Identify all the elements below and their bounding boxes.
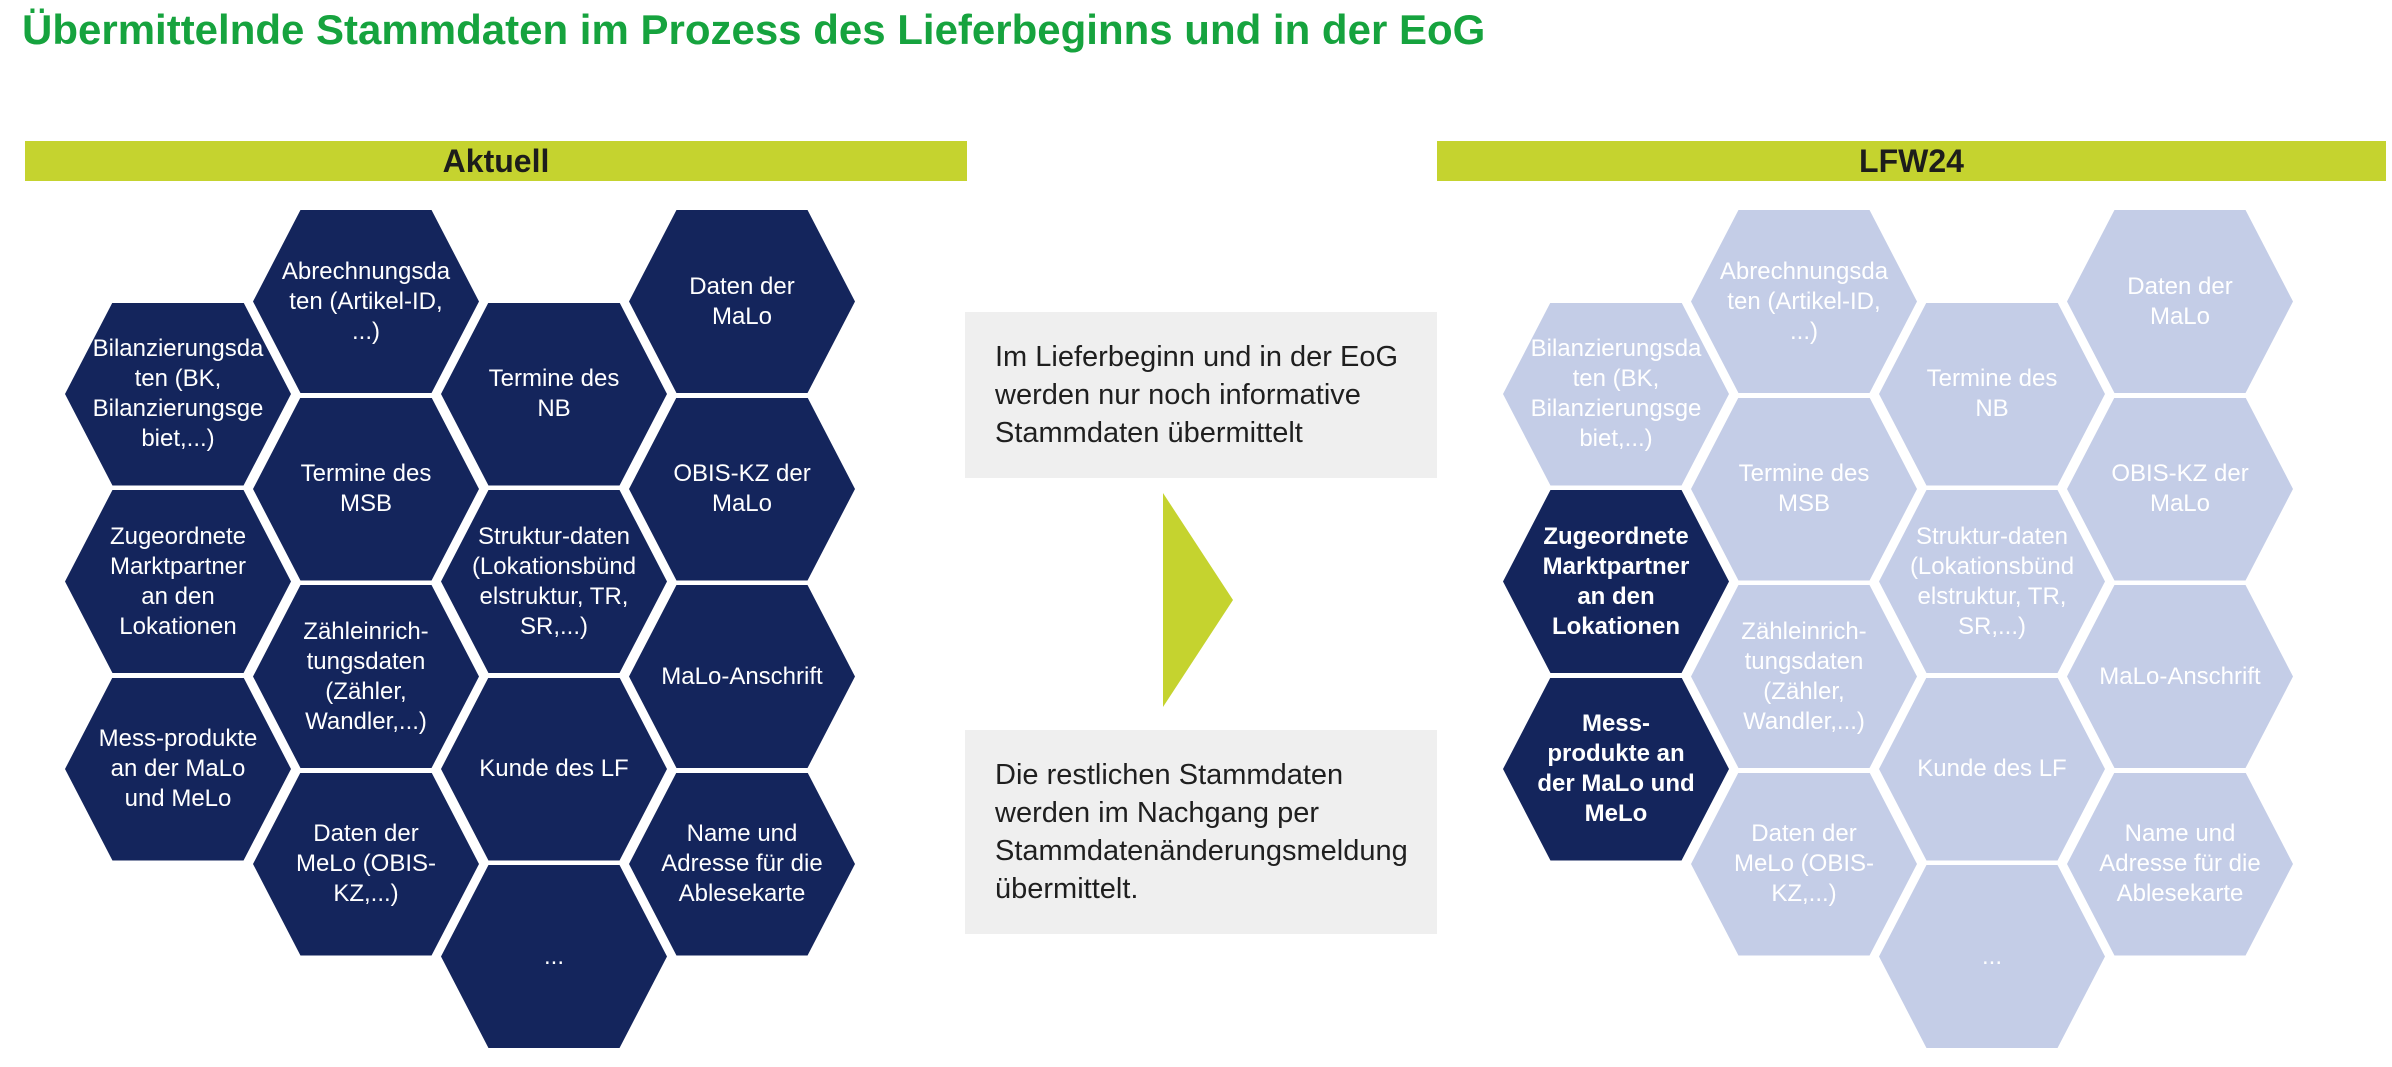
hexagon-label-weitere-daten: ... [543,942,564,970]
hexagon-label-termine-des-msb: Termine des MSB [1738,460,1870,517]
hexagon-zugeordnete-marktpartner: Zugeordnete Marktpartner an den Lokation… [1503,490,1729,673]
hexagon-label-daten-der-malo: Daten der MaLo [689,272,795,330]
hexagon-zugeordnete-marktpartner: Zugeordnete Marktpartner an den Lokation… [65,490,291,673]
hexagon-label-daten-der-melo: Daten der MeLo (OBIS- KZ,...) [1733,820,1875,907]
hexagon-messprodukte: Mess- produkte an der MaLo und MeLo [1503,677,1729,861]
page-title: Übermittelnde Stammdaten im Prozess des … [22,6,1486,53]
hexagon-termine-des-msb: Termine des MSB [253,397,479,581]
hexagon-label-termine-des-nb: Termine des NB [488,365,620,422]
hexagon-termine-des-msb: Termine des MSB [1691,397,1917,581]
hexagon-label-strukturdaten: Struktur-daten (Lokationsbünd elstruktur… [1909,522,2075,640]
hexagon-label-weitere-daten: ... [1981,942,2002,970]
hexagon-label-zaehleinrichtungsdaten: Zähleinrich- tungsdaten (Zähler, Wandler… [1741,617,1867,735]
hexagon-daten-der-melo: Daten der MeLo (OBIS- KZ,...) [1691,772,1917,956]
hexagon-label-daten-der-malo: Daten der MaLo [2127,272,2233,330]
hexagon-weitere-daten: ... [1879,865,2105,1048]
hexagon-bilanzierungsdaten: Bilanzierungsda ten (BK, Bilanzierungsge… [65,302,291,486]
hexagon-label-obis-kz-der-malo: OBIS-KZ der MaLo [673,460,811,517]
hexagon-daten-der-melo: Daten der MeLo (OBIS- KZ,...) [253,772,479,956]
hexagon-termine-des-nb: Termine des NB [441,302,667,486]
hexagon-strukturdaten: Struktur-daten (Lokationsbünd elstruktur… [1879,490,2105,673]
hexagon-label-name-adresse-ablesekarte: Name und Adresse für die Ablesekarte [661,820,823,907]
hexagon-kunde-des-lf: Kunde des LF [441,677,667,861]
info-box-restliche-stammdaten: Die restlichen Stammdaten werden im Nach… [965,730,1437,934]
hexagon-name-adresse-ablesekarte: Name und Adresse für die Ablesekarte [629,772,855,956]
hexagon-label-name-adresse-ablesekarte: Name und Adresse für die Ablesekarte [2099,820,2261,907]
hexagon-label-abrechnungsdaten: Abrechnungsda ten (Artikel-ID, ...) [1719,257,1889,345]
hexagon-label-termine-des-nb: Termine des NB [1926,365,2058,422]
hexagon-label-strukturdaten: Struktur-daten (Lokationsbünd elstruktur… [471,522,637,640]
hexagon-name-adresse-ablesekarte: Name und Adresse für die Ablesekarte [2067,772,2293,956]
hexagon-zaehleinrichtungsdaten: Zähleinrich- tungsdaten (Zähler, Wandler… [253,585,479,768]
hexagon-obis-kz-der-malo: OBIS-KZ der MaLo [629,397,855,581]
hexagon-obis-kz-der-malo: OBIS-KZ der MaLo [2067,397,2293,581]
hexagon-abrechnungsdaten: Abrechnungsda ten (Artikel-ID, ...) [253,210,479,393]
hexagon-zaehleinrichtungsdaten: Zähleinrich- tungsdaten (Zähler, Wandler… [1691,585,1917,768]
hexagon-daten-der-malo: Daten der MaLo [629,210,855,393]
hexagon-label-malo-anschrift: MaLo-Anschrift [661,662,823,690]
hexagon-malo-anschrift: MaLo-Anschrift [629,585,855,768]
section-header-aktuell: Aktuell [25,141,967,181]
hexagon-label-kunde-des-lf: Kunde des LF [1917,755,2067,782]
hexagon-label-bilanzierungsdaten: Bilanzierungsda ten (BK, Bilanzierungsge… [1530,335,1702,452]
hexagon-bilanzierungsdaten: Bilanzierungsda ten (BK, Bilanzierungsge… [1503,302,1729,486]
hexagon-malo-anschrift: MaLo-Anschrift [2067,585,2293,768]
hexagon-kunde-des-lf: Kunde des LF [1879,677,2105,861]
hexagon-termine-des-nb: Termine des NB [1879,302,2105,486]
hexagon-label-kunde-des-lf: Kunde des LF [479,755,629,782]
hexagon-label-malo-anschrift: MaLo-Anschrift [2099,662,2261,690]
hexagon-label-bilanzierungsdaten: Bilanzierungsda ten (BK, Bilanzierungsge… [92,335,264,452]
hexagon-label-zugeordnete-marktpartner: Zugeordnete Marktpartner an den Lokation… [1542,522,1690,640]
hexagon-label-abrechnungsdaten: Abrechnungsda ten (Artikel-ID, ...) [281,257,451,345]
hexagon-label-messprodukte: Mess- produkte an der MaLo und MeLo [1537,710,1695,827]
hexagon-label-zaehleinrichtungsdaten: Zähleinrich- tungsdaten (Zähler, Wandler… [303,617,429,735]
hexagon-daten-der-malo: Daten der MaLo [2067,210,2293,393]
hexagon-label-messprodukte: Mess-produkte an der MaLo und MeLo [98,725,258,812]
hexagon-label-obis-kz-der-malo: OBIS-KZ der MaLo [2111,460,2249,517]
info-box-lieferbeginn: Im Lieferbeginn und in der EoG werden nu… [965,312,1437,478]
hexagon-label-termine-des-msb: Termine des MSB [300,460,432,517]
right-triangle-arrow-icon [1163,493,1233,707]
hexagon-weitere-daten: ... [441,865,667,1048]
hexagon-strukturdaten: Struktur-daten (Lokationsbünd elstruktur… [441,490,667,673]
hexagon-label-daten-der-melo: Daten der MeLo (OBIS- KZ,...) [295,820,437,907]
hexagon-messprodukte: Mess-produkte an der MaLo und MeLo [65,677,291,861]
hexagon-abrechnungsdaten: Abrechnungsda ten (Artikel-ID, ...) [1691,210,1917,393]
section-header-lfw24: LFW24 [1437,141,2386,181]
hexagon-label-zugeordnete-marktpartner: Zugeordnete Marktpartner an den Lokation… [109,522,247,640]
